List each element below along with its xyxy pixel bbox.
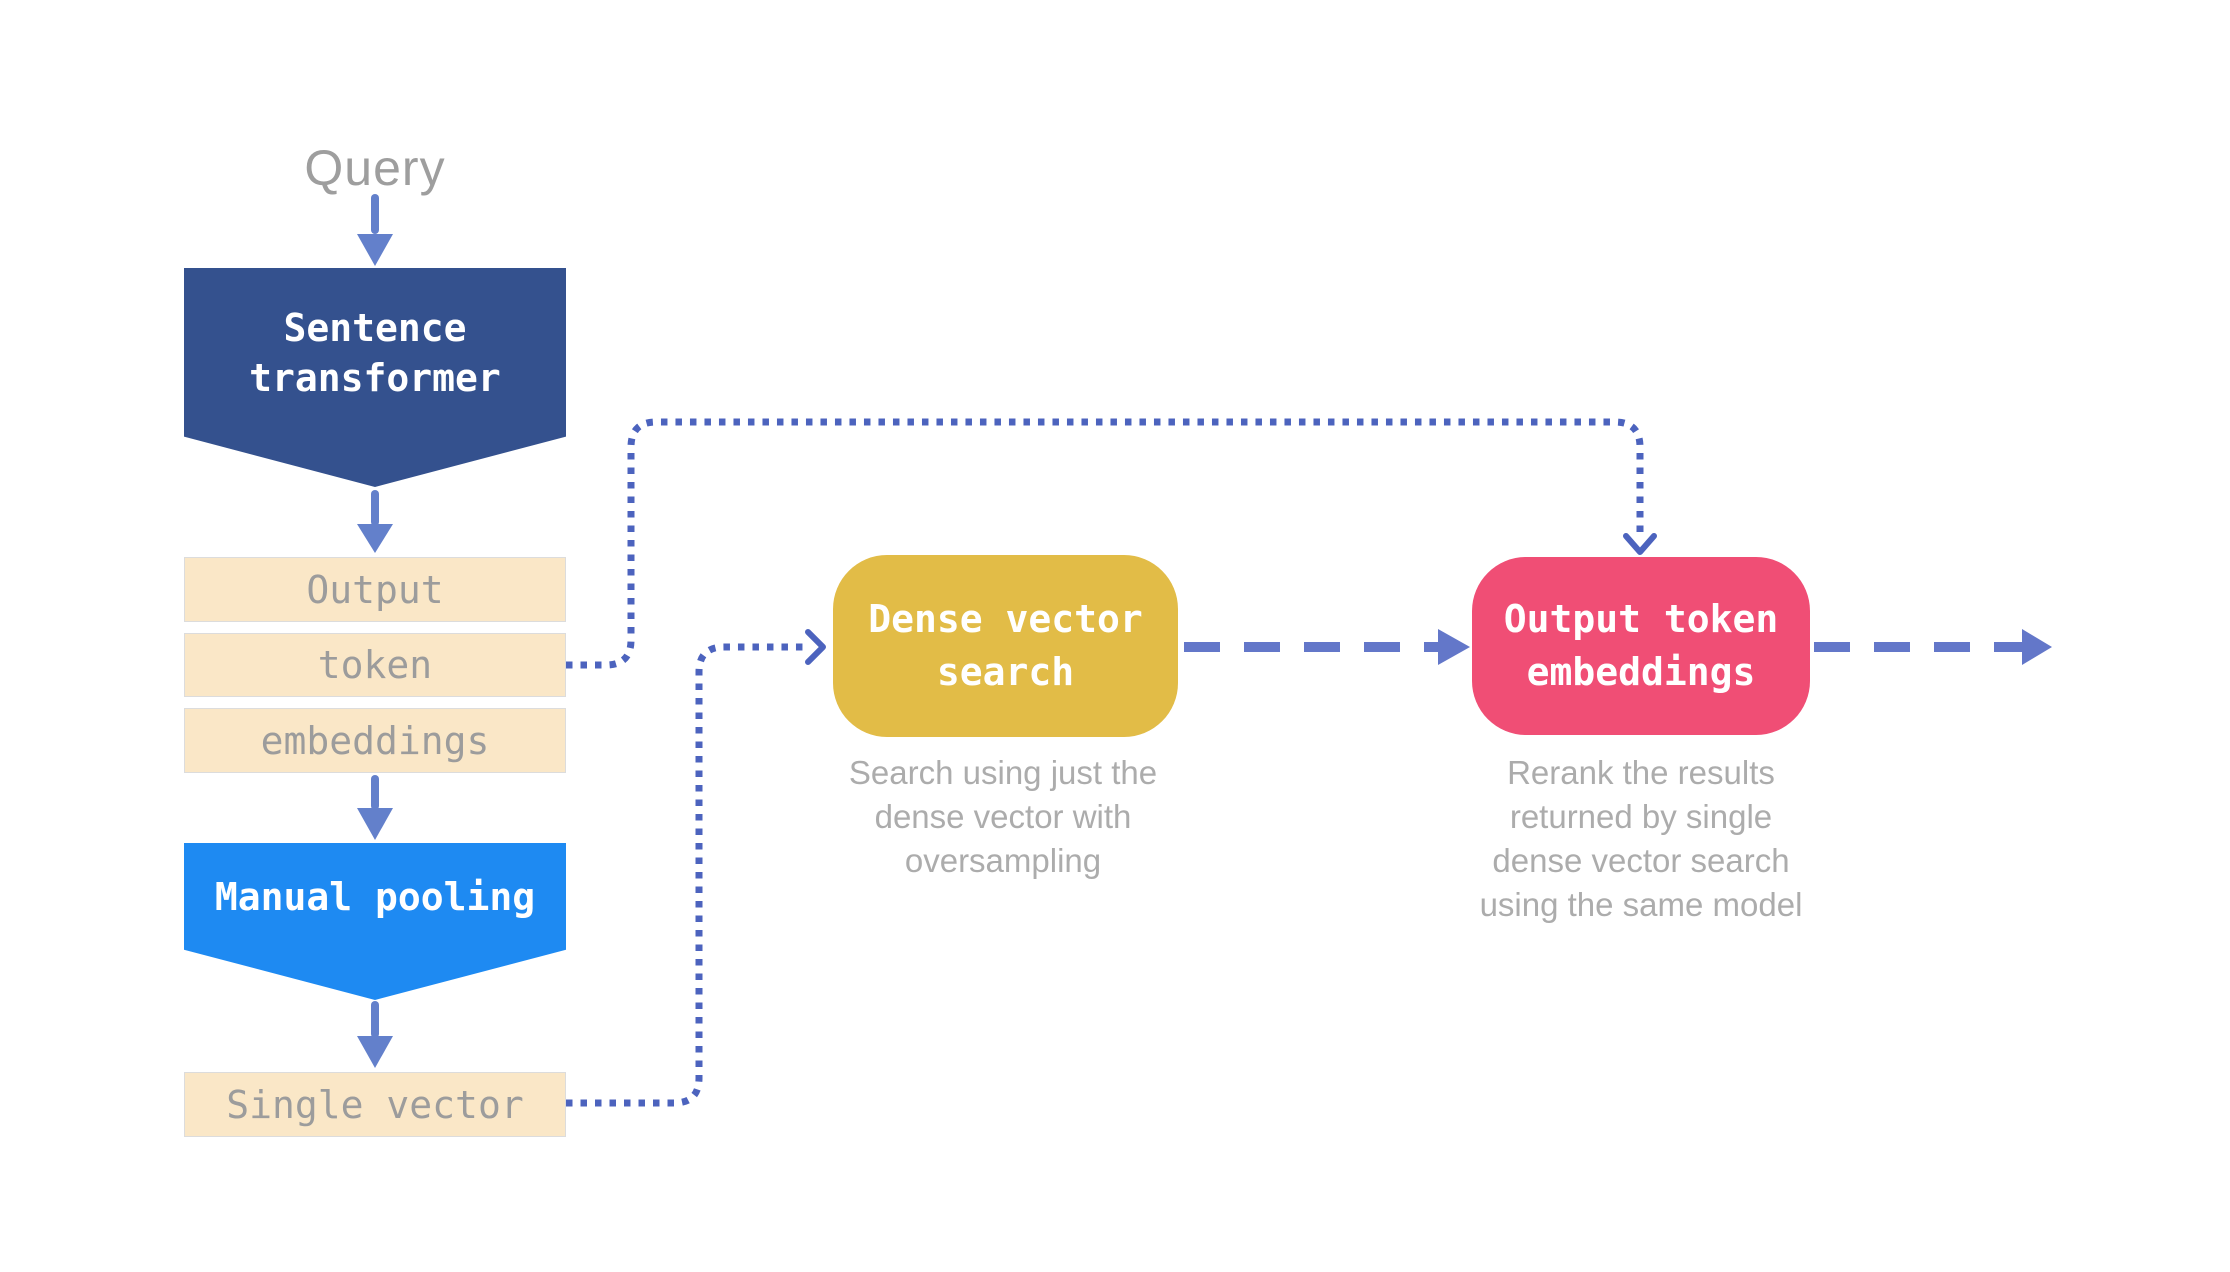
rerank-caption: Rerank the results returned by single de… [1441, 751, 1841, 927]
single-vector-to-dense-dotted-connector [566, 629, 826, 1107]
rerank-caption-line2: returned by single [1509, 798, 1773, 835]
sentence-transformer-label-line2: transformer [249, 355, 501, 400]
embeddings-to-pooling-arrow [357, 775, 393, 840]
dense-search-caption-line3: oversampling [904, 842, 1102, 879]
rerank-label-line1: Output token [1503, 597, 1779, 641]
token-box: token [184, 633, 566, 697]
single-vector-box: Single vector [184, 1072, 566, 1137]
dense-search-label-line2: search [936, 650, 1075, 694]
pooling-to-single-vector-arrow [357, 1001, 393, 1068]
sentence-transformer-node: Sentence transformer [184, 268, 566, 487]
dense-search-caption-line1: Search using just the [848, 754, 1158, 791]
rerank-caption-line3: dense vector search [1492, 842, 1790, 879]
query-label: Query [304, 140, 446, 196]
output-token-embeddings-node: Output token embeddings [1472, 557, 1810, 735]
manual-pooling-label: Manual pooling [214, 874, 536, 919]
dense-vector-search-node: Dense vector search [833, 555, 1178, 737]
embeddings-box: embeddings [184, 708, 566, 773]
rerank-caption-line1: Rerank the results [1507, 754, 1775, 791]
sentence-transformer-label-line1: Sentence [283, 305, 467, 350]
dense-search-label-line1: Dense vector [868, 597, 1143, 641]
query-arrow [357, 194, 393, 266]
manual-pooling-node: Manual pooling [184, 843, 566, 1000]
rerank-label-line2: embeddings [1526, 650, 1756, 694]
rerank-caption-line4: using the same model [1479, 886, 1803, 923]
output-box: Output [184, 557, 566, 622]
dense-to-rerank-dashed-arrow [1184, 629, 1470, 665]
dense-search-caption: Search using just the dense vector with … [803, 751, 1203, 883]
rerank-output-dashed-arrow [1814, 629, 2052, 665]
dense-search-caption-line2: dense vector with [874, 798, 1132, 835]
st-to-output-arrow [357, 490, 393, 553]
